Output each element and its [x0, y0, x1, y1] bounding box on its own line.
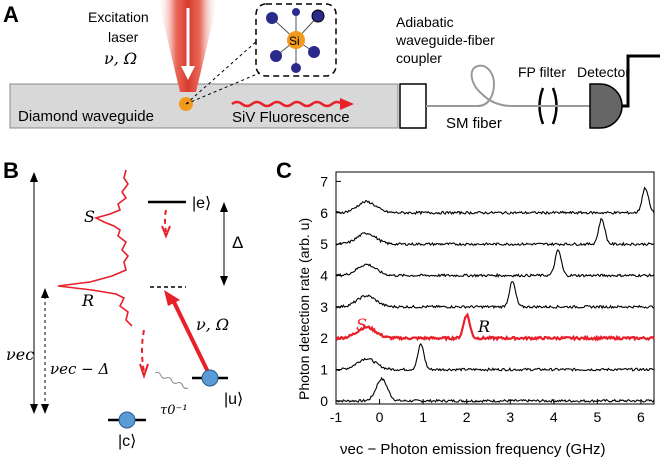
thermal-decay-arrow [155, 371, 189, 389]
x-tick-label: 3 [506, 409, 514, 425]
y-tick-label: 6 [320, 205, 328, 221]
arrow-head [30, 172, 38, 182]
emission-to-c [141, 329, 145, 373]
population-u [201, 369, 219, 387]
spectra-traces [335, 186, 655, 403]
silicon-atom [287, 31, 305, 49]
spectrum-trace [335, 280, 655, 310]
spectrum-trace [335, 249, 655, 278]
coupler-label-1: Adiabatic [396, 14, 454, 30]
detector [589, 83, 623, 129]
arrow-head [164, 290, 180, 306]
plot-frame [335, 171, 655, 405]
x-axis-ticks: -1 0 1 2 3 4 5 6 [330, 399, 645, 425]
panel-b: B νec νec − Δ S R |e⟩ Δ ν, Ω [3, 158, 243, 450]
x-tick-label: 0 [376, 409, 384, 425]
peak-s-label: S [84, 207, 95, 226]
spectrum-trace [335, 376, 655, 403]
peak-r-label: R [477, 317, 490, 336]
detector-cable [622, 54, 660, 108]
carbon-atom [266, 12, 278, 24]
detector-label: Detector [577, 64, 630, 80]
x-tick-label: 6 [637, 409, 645, 425]
carbon-atom [308, 46, 320, 58]
panel-c-label: C [276, 158, 292, 183]
arrow-head [30, 404, 38, 414]
x-tick-label: 1 [419, 409, 427, 425]
nu-ec-label: νec [6, 345, 34, 364]
excitation-label-1: Excitation [88, 9, 149, 25]
arrow-head [161, 225, 171, 239]
x-tick-label: 5 [593, 409, 601, 425]
x-tick-label: 4 [550, 409, 558, 425]
arrow-head [220, 202, 228, 212]
laser-params: ν, Ω [104, 49, 137, 68]
delta-label: Δ [232, 233, 243, 252]
x-tick-label: -1 [330, 409, 343, 425]
y-tick-label: 5 [320, 236, 328, 252]
laser-arrow-head [181, 66, 195, 80]
y-tick-label: 4 [320, 267, 328, 283]
x-axis-label: νec − Photon emission frequency (GHz) [340, 441, 606, 458]
nu-ec-minus-delta-label: νec − Δ [50, 360, 109, 378]
fp-filter-label: FP filter [518, 64, 566, 80]
diamond-waveguide [9, 83, 399, 129]
waveguide-label: Diamond waveguide [18, 108, 154, 125]
panel-a: A Diamond waveguide Excitation laser ν, … [3, 0, 660, 132]
arrow-head [220, 276, 228, 286]
peak-s-label: S [356, 315, 367, 334]
population-c [118, 411, 136, 429]
y-tick-label: 0 [320, 393, 328, 409]
fluorescence-arrow-head [340, 98, 354, 110]
spectrum-trace [335, 217, 655, 247]
peak-r-label: R [81, 291, 94, 310]
panel-a-label: A [3, 2, 19, 27]
waveguide-fiber-coupler [399, 83, 427, 129]
arrow-head [41, 404, 49, 414]
zoom-line-bottom [185, 71, 263, 105]
drive-params: ν, Ω [196, 315, 229, 334]
decay-label: τ0⁻¹ [160, 403, 188, 418]
x-tick-label: 2 [463, 409, 471, 425]
coupler-label-2: waveguide-fiber [395, 32, 495, 48]
state-e-label: |e⟩ [192, 195, 211, 212]
state-c-label: |c⟩ [118, 433, 136, 450]
carbon-atom [292, 8, 300, 16]
zoom-line-top [185, 39, 259, 105]
y-tick-label: 3 [320, 299, 328, 315]
fluorescence-label: SiV Fluorescence [232, 109, 350, 126]
spectrum-highlighted [335, 312, 655, 342]
excitation-label-2: laser [108, 29, 139, 45]
y-axis-ticks: 0 1 2 3 4 5 6 7 [320, 173, 341, 409]
y-tick-label: 1 [320, 362, 328, 378]
carbon-atom [291, 63, 301, 73]
panel-b-label: B [3, 158, 19, 183]
spectrum-trace [335, 343, 655, 372]
state-u-label: |u⟩ [224, 391, 243, 408]
carbon-atom [270, 50, 282, 62]
spectrum-trace [335, 186, 655, 216]
si-label: Si [289, 34, 300, 48]
y-tick-label: 7 [320, 173, 328, 189]
coupler-label-3: coupler [396, 50, 442, 66]
fluorescence-arrow [231, 100, 343, 108]
y-tick-label: 2 [320, 330, 328, 346]
sm-fiber [426, 64, 532, 107]
carbon-atom [311, 9, 325, 23]
fiber-label: SM fiber [446, 115, 502, 132]
drive-arrow [170, 297, 210, 373]
arrow-head [41, 288, 49, 298]
arrow-head [139, 363, 149, 380]
relaxation-arrow [164, 209, 167, 233]
y-axis-label: Photon detection rate (arb. u) [296, 218, 312, 400]
spectrum-trace [57, 169, 133, 327]
